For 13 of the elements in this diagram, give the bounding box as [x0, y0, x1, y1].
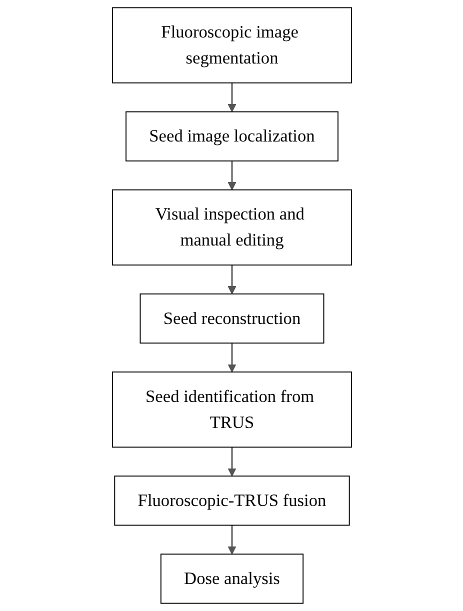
arrow — [227, 343, 236, 372]
arrow — [227, 525, 236, 555]
arrow — [227, 82, 236, 112]
node-box: Fluoroscopic-TRUS fusion — [114, 476, 350, 526]
node-box: Seed image localization — [125, 111, 338, 162]
node-box: Seed identification from TRUS — [112, 372, 352, 448]
node-box: Dose analysis — [160, 554, 304, 604]
node-box: Visual inspection and manual editing — [112, 189, 352, 266]
arrow — [227, 447, 236, 476]
node-box: Fluoroscopic image segmentation — [112, 7, 352, 84]
arrow — [227, 265, 236, 294]
arrow — [227, 160, 236, 190]
node-box: Seed reconstruction — [139, 293, 324, 344]
